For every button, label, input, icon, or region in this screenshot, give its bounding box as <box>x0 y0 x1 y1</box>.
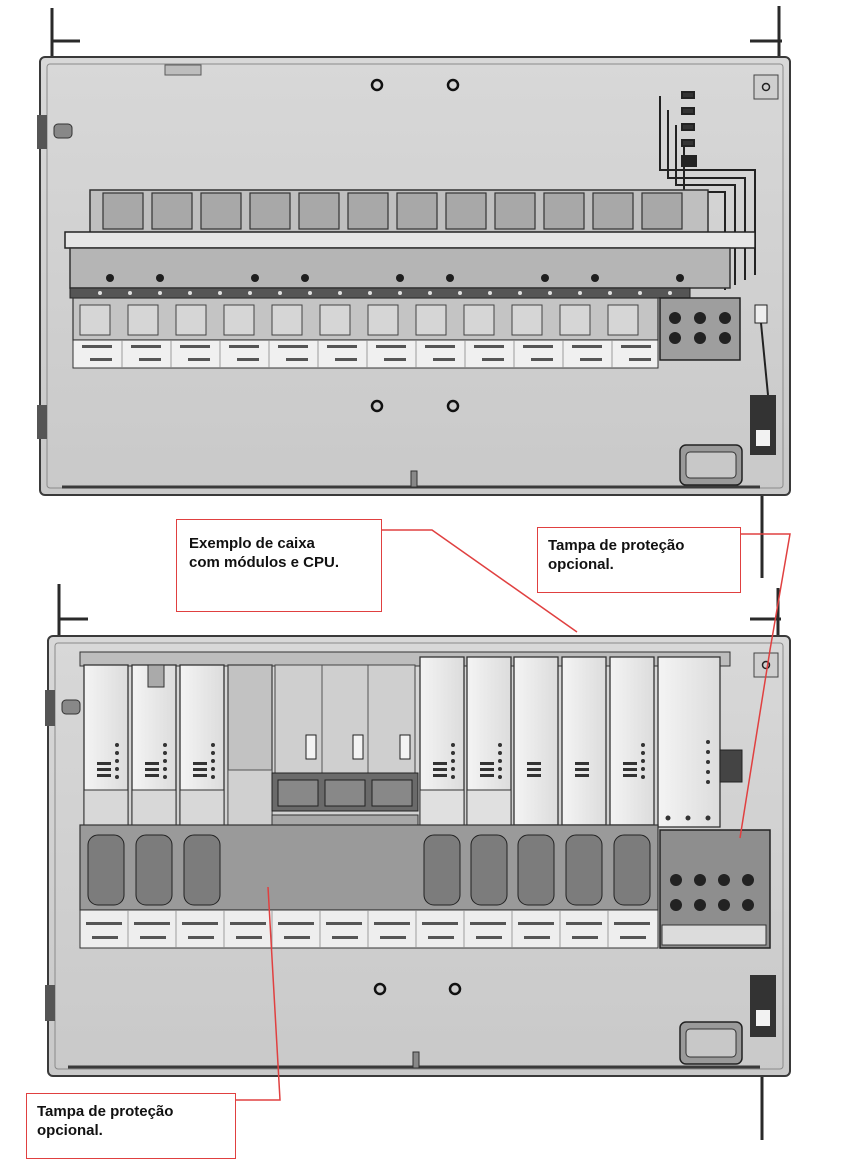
bottom-enclosure <box>45 584 791 1140</box>
io-module <box>83 664 129 826</box>
io-module <box>419 656 465 826</box>
io-module <box>561 656 607 826</box>
top-enclosure <box>37 6 791 578</box>
callout-example-line1: Exemplo de caixa <box>189 535 315 552</box>
top-power-block <box>659 297 769 396</box>
callout-cover-right-line2: opcional. <box>548 556 614 573</box>
callout-example-line2: com módulos e CPU. <box>189 554 340 571</box>
io-module <box>609 656 655 826</box>
top-hinge <box>37 115 73 439</box>
leader-lines <box>236 529 791 1101</box>
top-corner-screw <box>753 74 779 100</box>
bottom-power-block <box>659 829 771 949</box>
leader-line-example <box>382 529 578 633</box>
cpu-module <box>657 656 743 828</box>
callout-cover-right-line1: Tampa de proteção <box>548 537 685 554</box>
callout-cover-bottom-line1: Tampa de proteção <box>37 1103 174 1120</box>
io-module <box>131 664 177 826</box>
callout-cover-bottom: Tampa de proteção opcional. <box>26 1093 236 1159</box>
top-cable-gland <box>679 395 776 486</box>
top-mounting-bracket-right <box>750 6 782 58</box>
io-module <box>179 664 225 826</box>
io-module <box>466 656 512 826</box>
top-rail-assembly <box>64 189 756 299</box>
bottom-terminal-clips <box>79 824 659 949</box>
top-mounting-bracket-left <box>50 8 80 58</box>
io-module <box>513 656 559 826</box>
leader-line-cover-bottom <box>236 886 281 1101</box>
bottom-mount-holes <box>373 982 462 996</box>
leader-line-cover-right <box>739 533 791 839</box>
callout-example: Exemplo de caixa com módulos e CPU. <box>176 519 382 612</box>
callout-cover-bottom-line2: opcional. <box>37 1122 103 1139</box>
bottom-cable-gland <box>679 975 776 1065</box>
callout-cover-right: Tampa de proteção opcional. <box>537 527 741 593</box>
bottom-mounting-bracket-left <box>57 584 88 638</box>
top-terminal-row <box>72 297 659 369</box>
top-mount-holes <box>370 78 460 413</box>
